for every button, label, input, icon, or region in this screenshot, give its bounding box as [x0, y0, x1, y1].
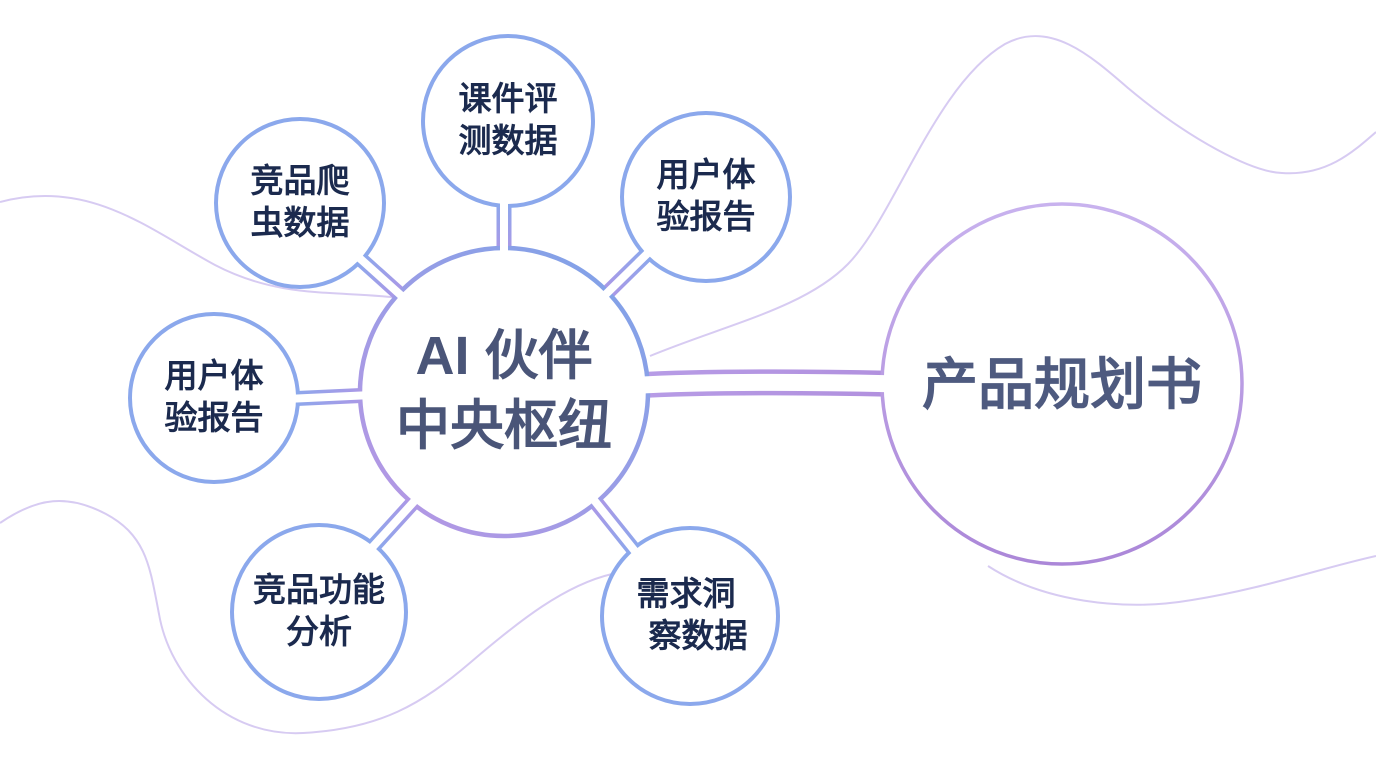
channel-output-tube [625, 373, 903, 395]
decorative-swash-bottom-left [0, 499, 637, 735]
node-label-demand-insight-line1: 需求洞 [637, 575, 736, 612]
node-circle-competitor-feature-analysis[interactable] [230, 523, 408, 701]
node-label-ux-report-line1: 用户体 [657, 156, 756, 193]
decorative-swash-top-right [649, 35, 1376, 357]
node-label-crawler-line1: 竞品爬 [251, 162, 350, 199]
node-label-crawler-line2: 虫数据 [251, 204, 350, 241]
node-label-ux-report2-line2: 验报告 [165, 399, 264, 436]
hub-label-line1: AI 伙伴 [415, 326, 592, 386]
node-label-ux-report-line2: 验报告 [657, 198, 756, 235]
node-label-demand-insight-line2: 察数据 [649, 617, 748, 654]
node-circle-user-experience-report-2[interactable] [128, 312, 300, 484]
node-circle-demand-insight-data[interactable] [600, 526, 780, 706]
channel-topright [599, 246, 655, 301]
channel-bottomleft [366, 493, 422, 554]
node-label-feature-analysis-line1: 竞品功能 [253, 571, 385, 608]
hub-label-line2: 中央枢纽 [396, 396, 612, 456]
node-circle-competitor-crawler-data[interactable] [214, 117, 386, 289]
node-circle-group [128, 34, 1244, 706]
node-circle-courseware-evaluation-data[interactable] [421, 34, 595, 208]
channel-left [285, 391, 373, 403]
node-label-courseware-line1: 课件评 [459, 80, 558, 117]
node-label-feature-analysis-line2: 分析 [286, 613, 352, 650]
channel-topleft [352, 251, 408, 302]
output-label: 产品规划书 [922, 353, 1202, 416]
node-circle-user-experience-report[interactable] [620, 111, 792, 283]
decorative-swash-group [0, 35, 1376, 735]
decorative-swash-left-top [0, 194, 400, 299]
channel-bottomright [586, 492, 642, 558]
decorative-swash-bottom-right [987, 555, 1376, 606]
node-label-courseware-line2: 测数据 [459, 122, 558, 159]
connector-channel-group [285, 197, 903, 558]
node-label-ux-report2-line1: 用户体 [165, 357, 264, 394]
label-group: 课件评 测数据 竞品爬 虫数据 用户体 验报告 用户体 验报告 竞品功能 分析 … [165, 80, 1203, 654]
